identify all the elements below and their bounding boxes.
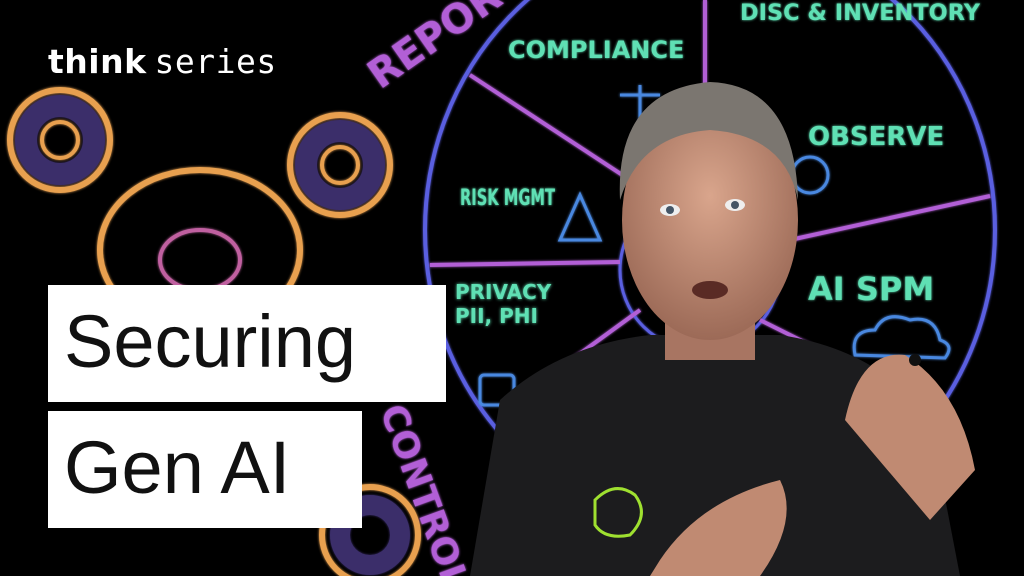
logo-bold: think xyxy=(48,42,147,81)
title-line-1: Securing xyxy=(48,285,446,402)
warning-icon xyxy=(557,191,603,242)
segment-label: RISK MGMT xyxy=(460,186,555,211)
segment-label: AI SPM xyxy=(808,270,934,308)
segment-label: COMPLIANCE xyxy=(508,36,684,64)
title-line-2: Gen AI xyxy=(48,411,362,528)
donut-decoration xyxy=(7,87,421,576)
segment-label: DISC & INVENTORY xyxy=(740,1,981,26)
segment-label: OBSERVE xyxy=(808,122,944,152)
presenter xyxy=(470,82,975,576)
cloud-icon xyxy=(852,315,951,360)
logo-light: series xyxy=(154,42,277,81)
segment-label: PRIVACY PII, PHI xyxy=(455,280,552,328)
